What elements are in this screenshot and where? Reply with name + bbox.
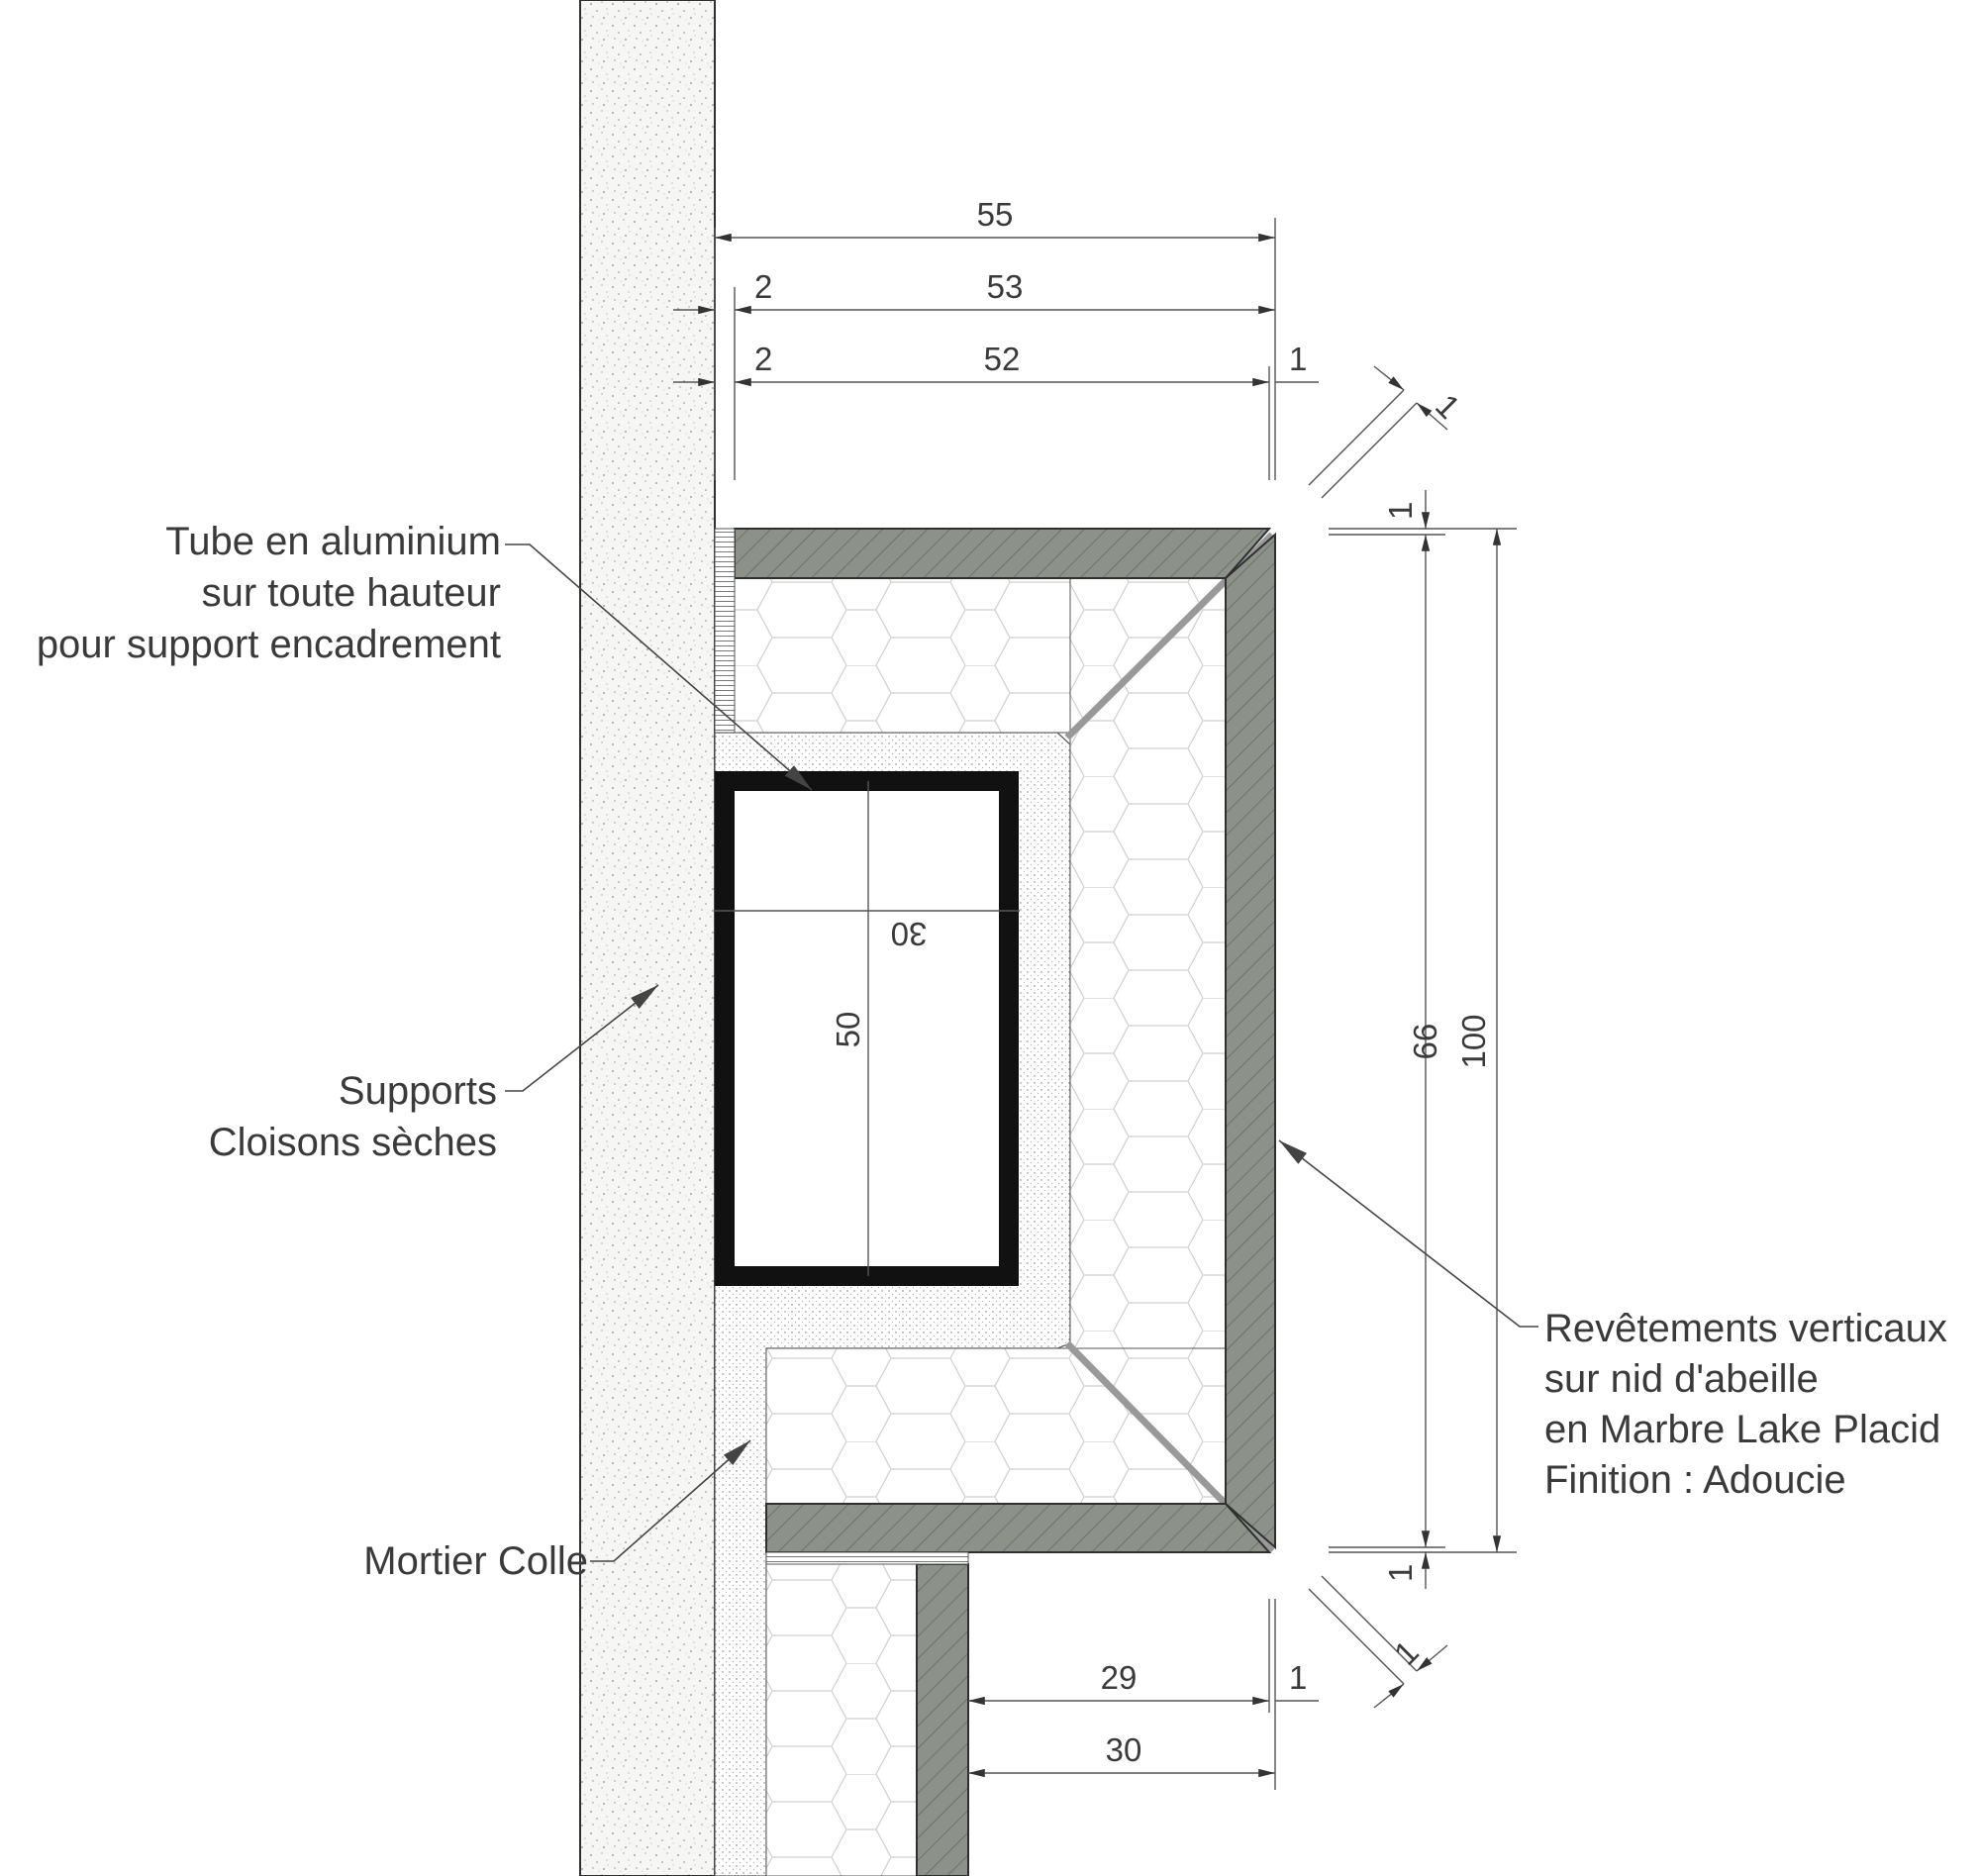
leader-supports: Supports Cloisons sèches	[209, 984, 659, 1164]
dim-tube-height: 50	[830, 1012, 866, 1048]
marble-skin-right	[1225, 532, 1276, 1550]
bottom-dimensions: 29 1 30	[968, 1599, 1319, 1790]
dim-top-2a: 2	[754, 268, 772, 305]
marble-skin-top	[734, 528, 1272, 579]
dim-diag-bottom: 1	[1387, 1633, 1426, 1672]
honeycomb-lower-return	[765, 1563, 918, 1876]
marble-skin-bottom	[765, 1503, 1272, 1553]
dim-tube-width: 30	[891, 916, 928, 952]
dim-right-1-top: 1	[1382, 502, 1419, 520]
dim-right-100: 100	[1455, 1014, 1492, 1068]
honeycomb-bottom	[765, 1347, 1227, 1505]
dim-top-52: 52	[984, 341, 1021, 377]
dim-top-53: 53	[987, 268, 1024, 305]
label-supports-line1: Supports	[339, 1069, 497, 1113]
dim-top-2b: 2	[754, 341, 772, 377]
dim-bottom-30: 30	[1106, 1731, 1142, 1768]
aluminium-tube	[715, 771, 1019, 1286]
glue-film-bottom	[765, 1551, 969, 1565]
label-mortier: Mortier Colle	[363, 1539, 588, 1583]
dim-right-99: 99	[1407, 1024, 1443, 1060]
dim-top-1: 1	[1289, 341, 1307, 377]
diag-dimension-bottom: 1	[1308, 1575, 1448, 1709]
label-revetements-line3: en Marbre Lake Placid	[1544, 1408, 1940, 1451]
dim-right-1-bottom: 1	[1382, 1564, 1419, 1582]
dim-top-55: 55	[977, 196, 1014, 233]
leader-tube: Tube en aluminium sur toute hauteur pour…	[37, 520, 813, 791]
diag-dimension-top: 1	[1308, 365, 1467, 499]
glue-film-top	[714, 528, 736, 734]
dim-bottom-29: 29	[1101, 1659, 1138, 1696]
drywall-support	[579, 0, 716, 1876]
label-tube-line2: sur toute hauteur	[202, 571, 501, 615]
dim-diag-top: 1	[1429, 387, 1467, 426]
label-supports-line2: Cloisons sèches	[209, 1121, 497, 1164]
label-tube-line1: Tube en aluminium	[165, 520, 501, 563]
right-dimensions: 1 99 100 1	[1329, 490, 1517, 1589]
leader-mortier: Mortier Colle	[363, 1439, 751, 1583]
dim-bottom-1: 1	[1289, 1659, 1307, 1696]
marble-skin-lower-return	[916, 1563, 969, 1876]
label-revetements-line4: Finition : Adoucie	[1544, 1458, 1846, 1502]
top-dimensions: 55 2 53 2 52 1	[673, 196, 1319, 480]
label-revetements-line2: sur nid d'abeille	[1544, 1357, 1819, 1401]
label-revetements-line1: Revêtements verticaux	[1544, 1307, 1947, 1350]
leader-revetements: Revêtements verticaux sur nid d'abeille …	[1278, 1139, 1947, 1502]
label-tube-line3: pour support encadrement	[37, 623, 501, 666]
